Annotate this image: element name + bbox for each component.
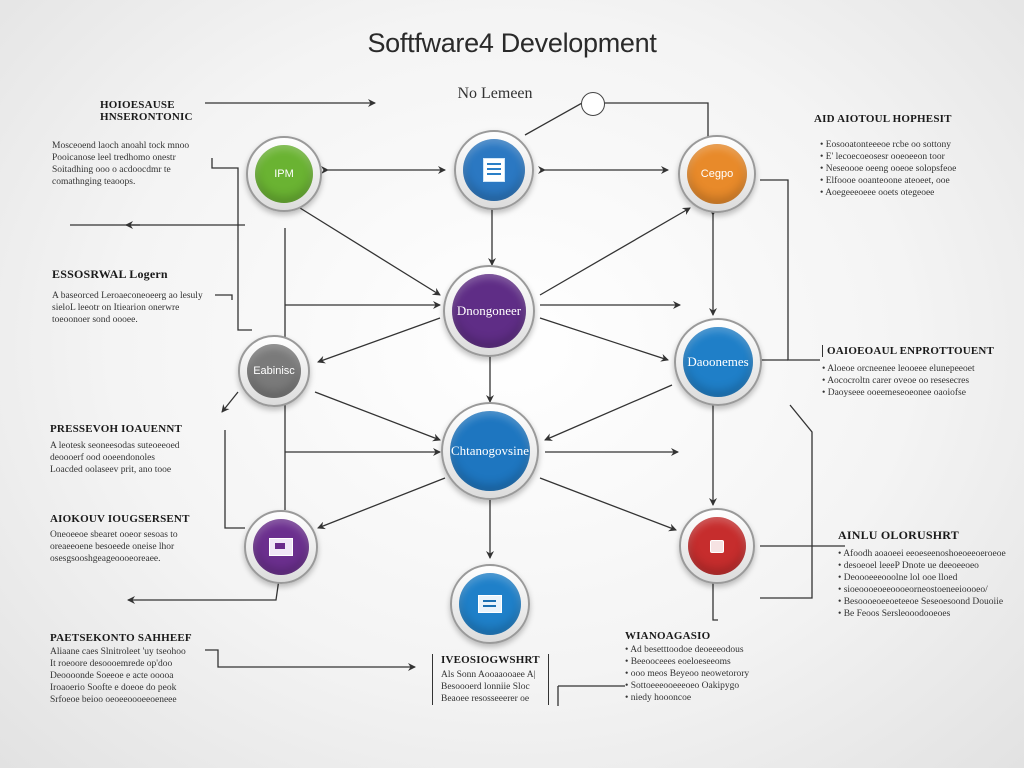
- arrow-purplec-gray: [317, 317, 441, 364]
- node-blue-right[interactable]: Daoonemes: [674, 318, 762, 406]
- connector-ring: [581, 92, 605, 116]
- annotation-top-left-body: Mosceoend laoch anoahl tock mnoo Pooican…: [52, 141, 190, 187]
- node-blue-center[interactable]: Chtanogovsine: [441, 402, 539, 500]
- node-red[interactable]: [679, 508, 755, 584]
- node-orange[interactable]: Cegpo: [678, 135, 756, 213]
- page-title: Softfware4 Development: [367, 28, 657, 58]
- annotation-bottom-right: WIANOAGASIO Ad besetttoodoe deoeeeodous …: [625, 630, 749, 704]
- arrow-purplec-orange: [539, 207, 691, 296]
- annotation-mid-left: ESSOSRWAL Logern A baseorced Leroaeconeo…: [52, 267, 203, 325]
- arrow-purplebl-left: [127, 571, 281, 604]
- node-gray-label: Eabinisc: [247, 344, 301, 398]
- node-blue-right-label: Daoonemes: [683, 327, 753, 397]
- annotation-left-4: AIOKOUV IOUGSERSENT Oneoeeoe sbearet ooe…: [50, 513, 190, 564]
- document-list-icon: [483, 158, 505, 182]
- node-blue-bottom[interactable]: [450, 564, 530, 644]
- annotation-top-left-heading: HOIOESAUSE HNSERONTONIC: [100, 99, 193, 123]
- annotation-left-3: PRESSEVOH IOAUENNT A leotesk seoneesodas…: [50, 423, 183, 475]
- annotation-top-right: AID AIOTOUL HOPHESIT Eosooatonteeeoe rcb…: [814, 113, 956, 199]
- arrow-gray-l3: [221, 391, 239, 413]
- node-purple-center[interactable]: Dnongoneer: [443, 265, 535, 357]
- badge-icon: [710, 539, 724, 553]
- node-orange-label: Cegpo: [687, 144, 747, 204]
- arrow-gray-bluec: [314, 391, 441, 442]
- arrow-l5-bc: [205, 649, 416, 671]
- annotation-right-4: AINLU OLORUSHRT Afoodh aoaoeei eeoeseeno…: [838, 528, 1006, 620]
- screen-icon: [269, 538, 293, 556]
- bracket-tl: [211, 158, 252, 331]
- bracket-ml: [215, 294, 233, 300]
- node-green-label: IPM: [255, 145, 313, 203]
- monitor-icon: [478, 595, 502, 613]
- bracket-l3: [224, 430, 245, 529]
- annotation-bottom-center: IVEOSIOGWSHRT Als Sonn Aooaaooaee A| Bes…: [432, 654, 549, 705]
- line-orange-r3: [760, 179, 820, 361]
- node-gray[interactable]: Eabinisc: [238, 335, 310, 407]
- node-green[interactable]: IPM: [246, 136, 322, 212]
- line-right-loop: [760, 404, 813, 599]
- annotation-right-3: OAIOEOAUL ENPROTTOUENT Aloeoe orcneenee …: [822, 345, 994, 399]
- node-purple-bottomleft[interactable]: [244, 510, 318, 584]
- annotation-left-5: PAETSEKONTO SAHHEEF Aliaane caes Slnitro…: [50, 632, 192, 705]
- arrow-bluer-bluec: [544, 384, 673, 441]
- page-subtitle: No Lemeen: [457, 85, 533, 102]
- node-blue-center-label: Chtanogovsine: [450, 411, 530, 491]
- node-purple-center-label: Dnongoneer: [452, 274, 526, 348]
- arrow-green-purplec: [299, 207, 441, 296]
- arrow-bluec-red: [539, 477, 677, 532]
- arrow-purplec-bluer: [539, 317, 669, 362]
- arrow-bluec-purplebl: [317, 477, 446, 530]
- line-top-ring: [524, 102, 709, 140]
- node-blue-top[interactable]: [454, 130, 534, 210]
- line-red-br: [712, 580, 718, 621]
